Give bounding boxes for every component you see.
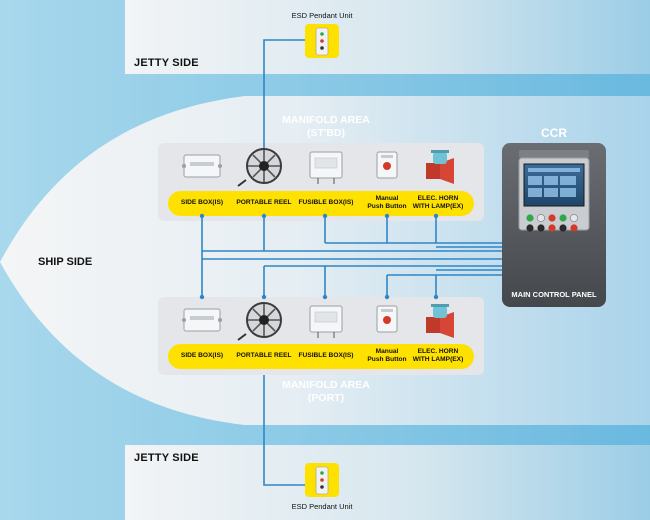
manifold-port-label-bar	[168, 344, 474, 369]
jetty-top-area	[125, 0, 650, 74]
cable-junction-dots	[199, 149, 439, 300]
esd-pendant-top-label: ESD Pendant Unit	[291, 11, 353, 20]
side-box-stbd-label: SIDE BOX(IS)	[180, 199, 224, 206]
fusible-box-port-label: FUSIBLE BOX(IS)	[298, 352, 354, 359]
elec-horn-port-icon	[426, 304, 454, 338]
manifold-stbd-label-bar	[168, 191, 474, 216]
ship-side-label: SHIP SIDE	[38, 256, 93, 268]
portable-reel-stbd-label: PORTABLE REEL	[236, 199, 292, 206]
fusible-box-port-icon	[309, 305, 343, 338]
jetty-bottom-area	[125, 445, 650, 520]
ccr-title: CCR	[541, 126, 567, 140]
manual-push-button-port-label: Manual Push Button	[367, 348, 407, 363]
manifold-stbd-title: MANIFOLD AREA (ST'BD)	[246, 114, 406, 140]
manual-push-button-stbd-label: Manual Push Button	[367, 195, 407, 210]
ccr-screen-content	[528, 168, 580, 197]
manual-push-button-stbd-icon	[376, 151, 398, 179]
manifold-stbd-title-line2: (ST'BD)	[306, 127, 346, 139]
esd-pendant-bottom-label: ESD Pendant Unit	[291, 502, 353, 511]
cable-esd-bottom	[263, 375, 305, 486]
cable-esd-top	[263, 39, 305, 152]
ccr-header-strip	[519, 150, 589, 158]
manifold-port-title-line2: (PORT)	[307, 392, 345, 404]
manual-push-button-port-icon	[376, 305, 398, 333]
manifold-port-title-line1: MANIFOLD AREA	[282, 379, 370, 391]
esd-pendant-bottom	[305, 463, 339, 497]
fusible-box-stbd-label: FUSIBLE BOX(IS)	[298, 199, 354, 206]
elec-horn-stbd-icon	[426, 150, 454, 184]
portable-reel-stbd-icon	[237, 148, 282, 187]
jetty-side-top-label: JETTY SIDE	[134, 57, 199, 69]
main-control-panel-label: MAIN CONTROL PANEL	[511, 290, 597, 299]
portable-reel-port-label: PORTABLE REEL	[236, 352, 292, 359]
esd-pendant-top	[305, 24, 339, 58]
jetty-side-bottom-label: JETTY SIDE	[134, 452, 199, 464]
elec-horn-stbd-label: ELEC. HORN WITH LAMP(EX)	[412, 195, 464, 210]
elec-horn-port-label: ELEC. HORN WITH LAMP(EX)	[412, 348, 464, 363]
manifold-stbd-title-line1: MANIFOLD AREA	[282, 114, 370, 126]
side-box-stbd-icon	[182, 154, 222, 178]
side-box-port-icon	[182, 308, 222, 332]
fusible-box-stbd-icon	[309, 151, 343, 184]
manifold-port-title: MANIFOLD AREA (PORT)	[246, 379, 406, 405]
portable-reel-port-icon	[237, 302, 282, 341]
ccr-buttons	[526, 214, 578, 232]
main-control-panel	[502, 143, 606, 307]
side-box-port-label: SIDE BOX(IS)	[180, 352, 224, 359]
